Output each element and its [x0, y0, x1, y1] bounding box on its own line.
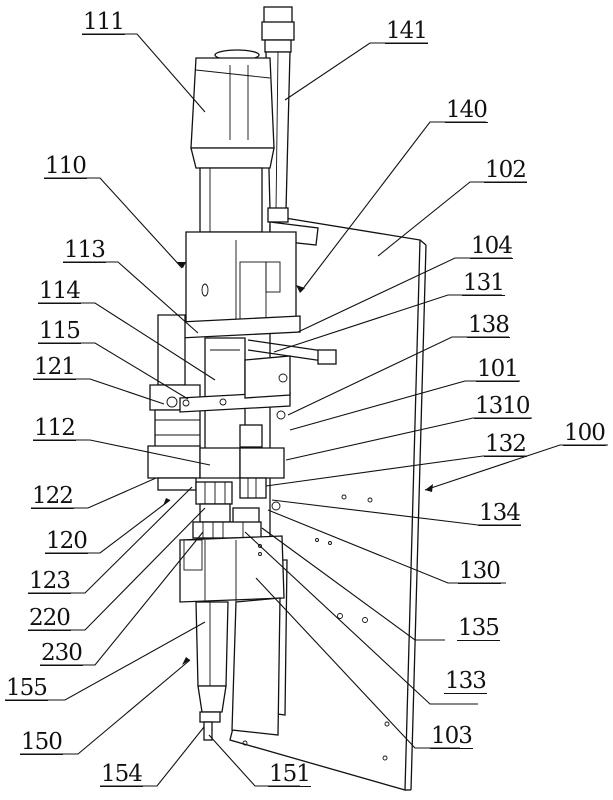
label-220: 220	[28, 605, 71, 631]
label-154: 154	[100, 761, 143, 787]
label-115: 115	[38, 318, 81, 344]
label-104: 104	[470, 233, 513, 259]
label-133: 133	[444, 668, 487, 694]
label-130: 130	[458, 558, 501, 584]
label-121: 121	[33, 354, 76, 380]
label-103: 103	[430, 723, 473, 749]
label-110: 110	[44, 153, 87, 179]
label-140: 140	[445, 97, 488, 123]
gearbox-row	[147, 445, 285, 505]
right-components	[239, 355, 291, 448]
label-113: 113	[63, 237, 106, 263]
label-138: 138	[467, 312, 510, 338]
label-141: 141	[385, 18, 428, 44]
label-122: 122	[31, 483, 74, 509]
label-151: 151	[268, 761, 311, 787]
label-111: 111	[82, 9, 125, 35]
label-150: 150	[20, 729, 63, 755]
label-101: 101	[476, 356, 519, 382]
lower-housing	[179, 535, 285, 736]
label-132: 132	[484, 431, 527, 457]
label-123: 123	[28, 568, 71, 594]
bracket-plate	[179, 315, 337, 365]
label-230: 230	[40, 640, 83, 666]
servo-motor	[190, 49, 275, 233]
lower-gears	[192, 501, 281, 539]
label-120: 120	[45, 528, 88, 554]
label-114: 114	[38, 278, 81, 304]
central-shaft	[179, 337, 291, 451]
label-134: 134	[478, 500, 521, 526]
label-131: 131	[462, 270, 505, 296]
label-1310: 1310	[474, 393, 531, 419]
label-102: 102	[484, 157, 527, 183]
label-100: 100	[563, 420, 606, 446]
label-135: 135	[457, 615, 500, 641]
spindle	[195, 601, 229, 741]
label-155: 155	[5, 675, 48, 701]
main-housing	[185, 231, 297, 331]
label-112: 112	[33, 415, 76, 441]
